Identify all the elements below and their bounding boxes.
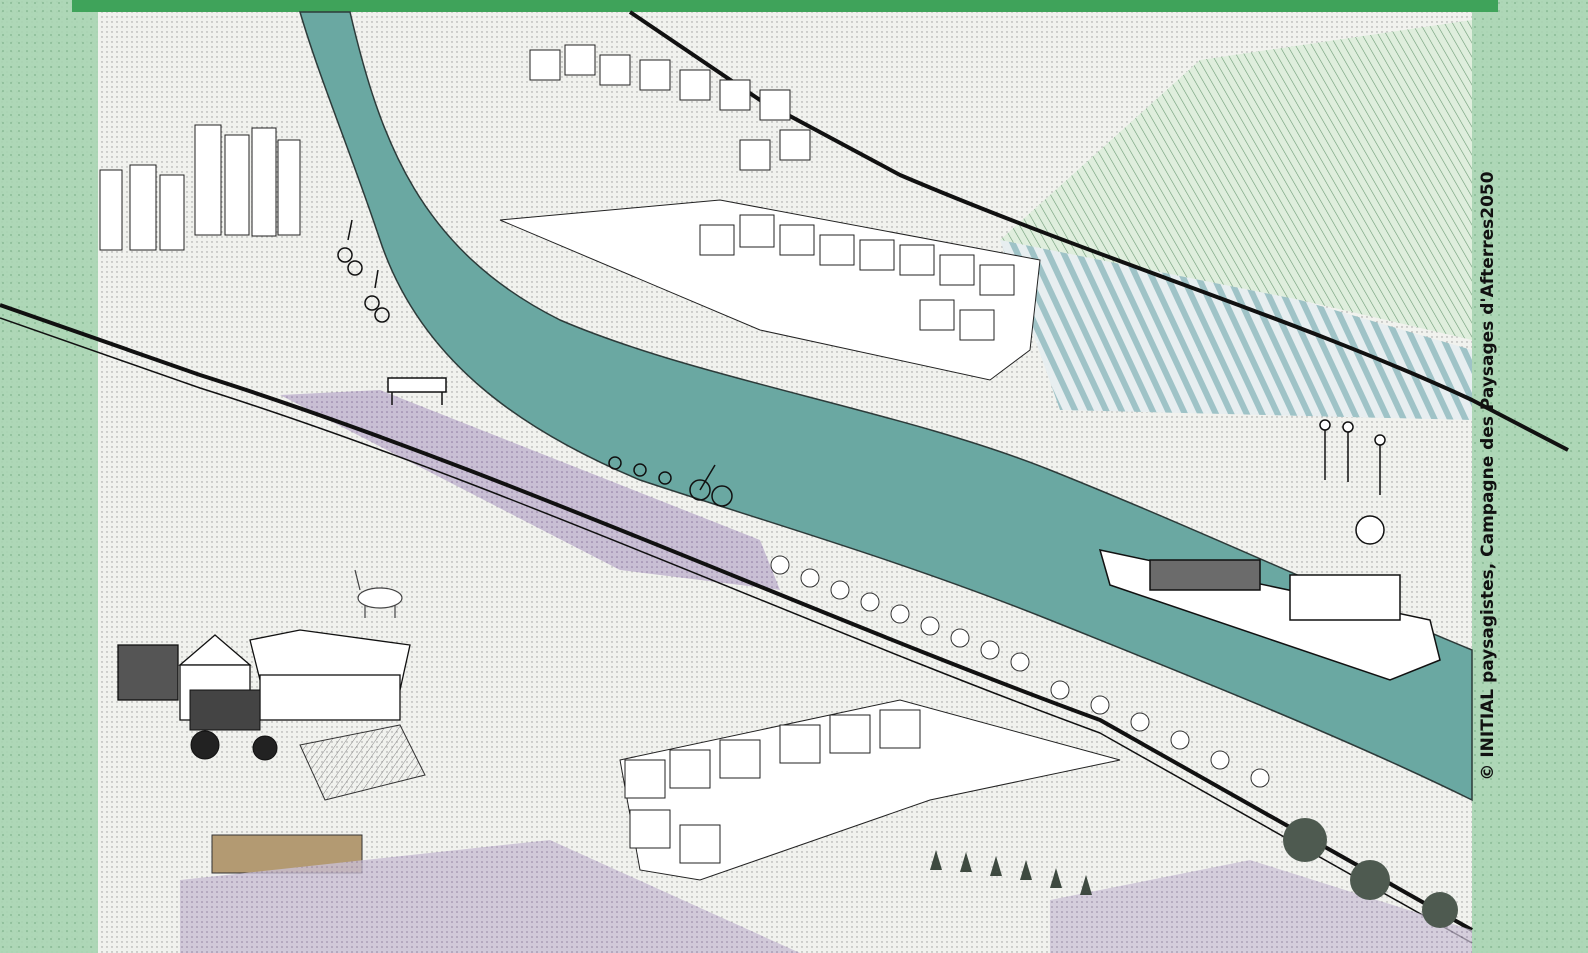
- purple-field: [280, 390, 780, 590]
- road-line-upper: [628, 10, 1569, 452]
- tractor-icon: [189, 689, 278, 761]
- tree-icon: [930, 818, 1458, 928]
- deer-icon: [354, 569, 403, 618]
- garden-beds: [299, 724, 426, 801]
- left-green-band: [0, 0, 98, 953]
- road-line-lower: [0, 303, 1473, 932]
- city-towers: [99, 124, 301, 251]
- road-line-lower-edge: [0, 317, 1473, 944]
- orchard-rows: [770, 555, 1270, 788]
- housing-block-upper: [499, 199, 1041, 381]
- housing-block-lower: [619, 699, 1121, 881]
- bottom-field-purple: [180, 840, 800, 953]
- bottom-right-field: [1050, 860, 1472, 953]
- boat-icon: [1098, 549, 1441, 681]
- bicycle-rider-icon: [337, 219, 733, 507]
- housing-block-top: [529, 44, 811, 171]
- bench-icon: [387, 377, 447, 405]
- hikers-group: [1319, 419, 1386, 545]
- photo-credit: © INITIAL paysagistes, Campagne des Pays…: [1478, 171, 1498, 781]
- top-accent-bar: [72, 0, 1498, 12]
- striped-field: [1000, 240, 1472, 420]
- right-green-band: [1472, 0, 1588, 953]
